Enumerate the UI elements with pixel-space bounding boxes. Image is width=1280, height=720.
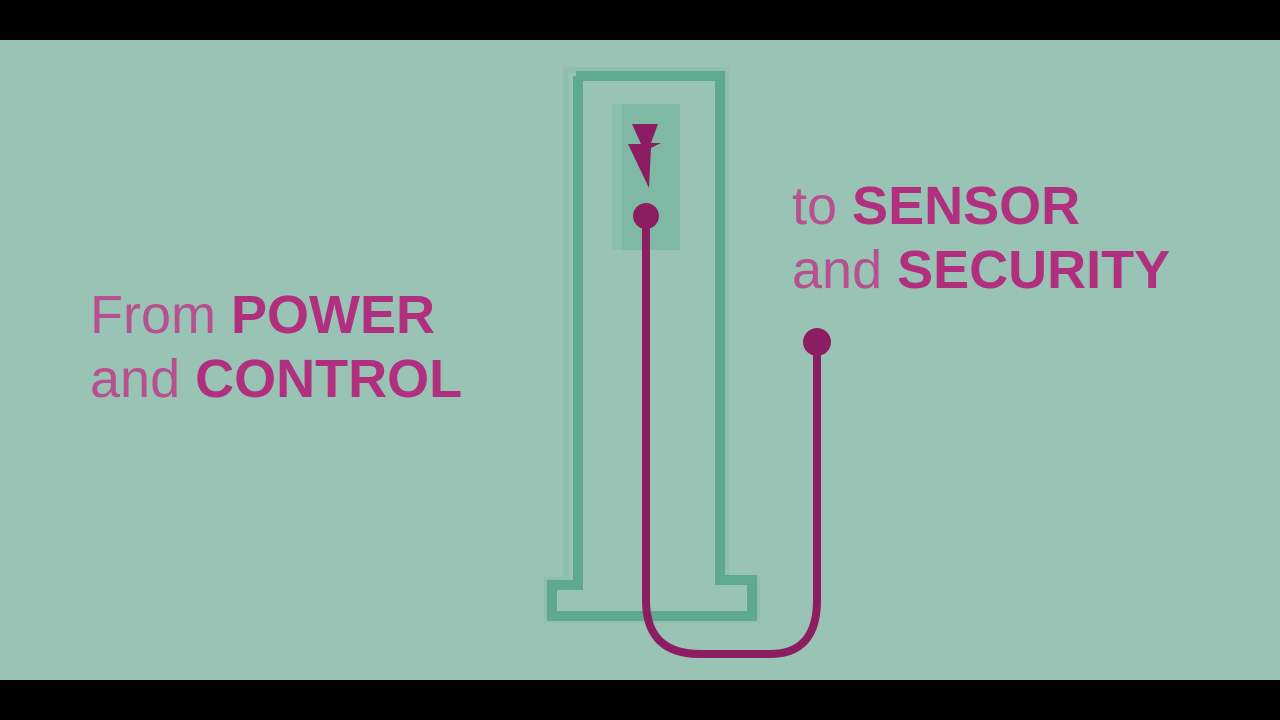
illustration xyxy=(544,67,831,658)
caption-text-bold: CONTROL xyxy=(195,349,463,409)
letterbox-bottom xyxy=(0,680,1280,720)
cable-end-node xyxy=(803,328,831,356)
caption-text-light: From xyxy=(90,285,231,345)
caption-text-light: to xyxy=(792,176,853,236)
caption-text-bold: SECURITY xyxy=(897,240,1171,300)
caption-line-1: to SENSOR xyxy=(792,174,1170,238)
caption-text-bold: SENSOR xyxy=(852,176,1081,236)
caption-power-control: From POWER and CONTROL xyxy=(90,283,462,411)
lightning-bolt-icon xyxy=(628,124,661,188)
caption-sensor-security: to SENSOR and SECURITY xyxy=(792,174,1170,302)
caption-text-light: and xyxy=(90,349,196,409)
cable-start-node xyxy=(633,203,659,229)
caption-line-1: From POWER xyxy=(90,283,462,347)
letterbox-top xyxy=(0,0,1280,40)
video-frame: From POWER and CONTROL to SENSOR and SEC… xyxy=(0,40,1280,680)
caption-line-2: and SECURITY xyxy=(792,238,1170,302)
charging-post-icon xyxy=(544,67,760,623)
caption-text-light: and xyxy=(792,240,898,300)
cable xyxy=(633,203,831,658)
caption-text-bold: POWER xyxy=(231,285,436,345)
caption-line-2: and CONTROL xyxy=(90,347,462,411)
